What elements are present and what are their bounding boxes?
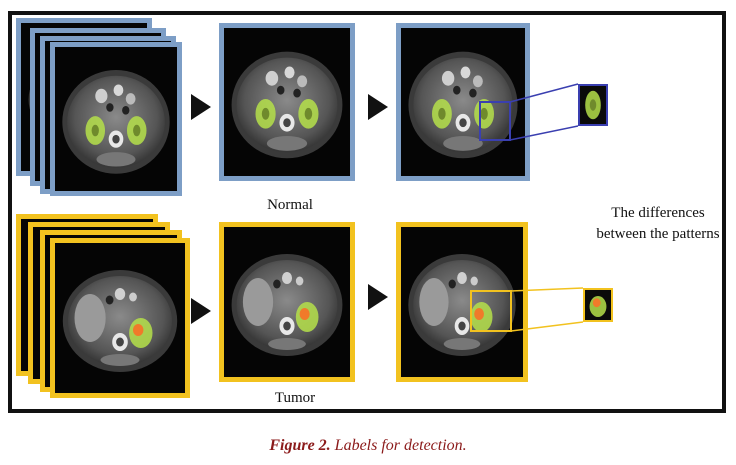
arrowhead-right-icon xyxy=(368,284,388,310)
differences-label: The differences between the patterns xyxy=(583,203,733,245)
figure-number: Figure 2. xyxy=(269,437,331,454)
normal-ct-selected xyxy=(219,23,355,181)
caption-text: Labels for detection. xyxy=(330,437,467,454)
normal-ct-annotated xyxy=(396,23,530,181)
tumor-ct-annotated xyxy=(396,222,528,382)
tumor-ct-stack-front xyxy=(50,238,190,398)
tumor-label: Tumor xyxy=(274,390,316,406)
normal-zoom-view xyxy=(578,84,608,126)
differences-line-1: The differences xyxy=(611,205,705,221)
tumor-zoom-view xyxy=(583,288,613,322)
arrowhead-right-icon xyxy=(368,94,388,120)
figure-caption: Figure 2. Labels for detection. xyxy=(0,437,736,455)
normal-ct-stack-front xyxy=(50,42,182,196)
differences-line-2: between the patterns xyxy=(596,226,720,242)
arrowhead-right-icon xyxy=(191,94,211,120)
arrowhead-right-icon xyxy=(191,298,211,324)
normal-label: Normal xyxy=(267,197,313,213)
tumor-ct-selected xyxy=(219,222,355,382)
